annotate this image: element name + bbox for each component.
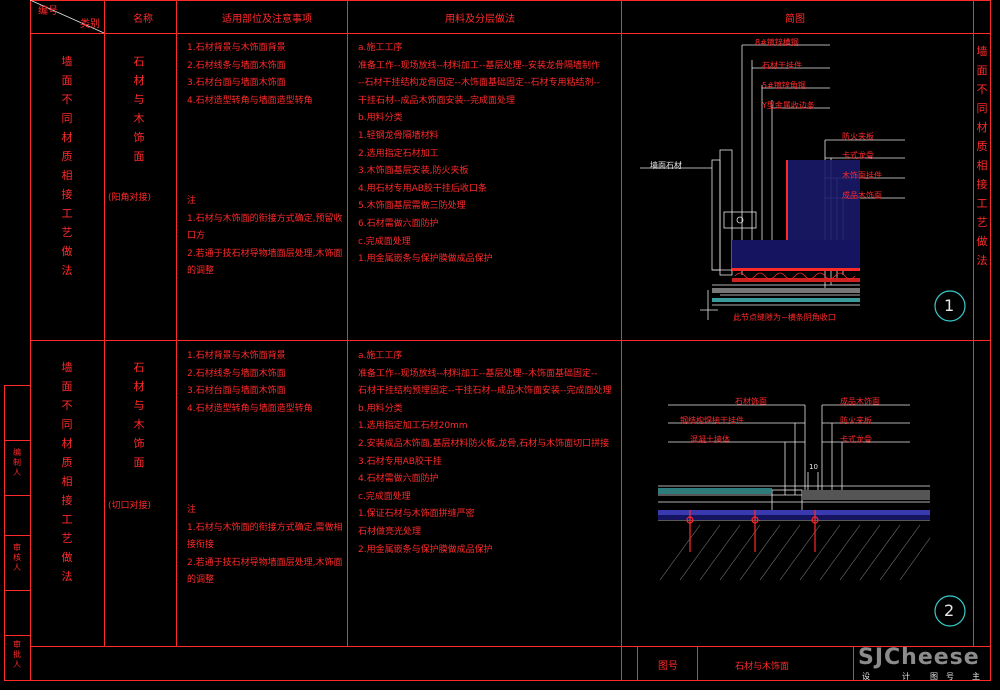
detail-number-2: 2 (944, 601, 955, 620)
d1-label-hanger: 石材干挂件 (762, 61, 802, 70)
footer-drawing-no-label: 图号 (658, 661, 678, 672)
row2-name-sub: (切口对接) (108, 501, 152, 511)
footer-mark-3: 图 (930, 672, 938, 681)
diagram-1-fills (712, 160, 860, 302)
footer-mark-2: 计 (902, 672, 910, 681)
d2-label-keel: 卡式龙骨 (840, 435, 872, 444)
d1-label-wood-panel: 成品木饰面 (842, 191, 882, 200)
strip-approver: 审批人 (13, 640, 21, 669)
footer-mark-5: 主 (972, 672, 980, 681)
row2-name: 石材与木饰面 (133, 361, 145, 469)
d2-label-concrete: 混凝土墙体 (690, 435, 730, 444)
d1-label-stone: 墙面石材 (650, 161, 682, 170)
d2-label-wood: 成品木饰面 (840, 397, 880, 406)
detail-number-1: 1 (944, 296, 955, 315)
header-process: 用料及分层做法 (445, 14, 515, 25)
d1-label-trim: Y型金属收边条 (762, 101, 815, 110)
header-scope: 适用部位及注意事项 (222, 14, 312, 25)
d2-label-steel: 钢结构焊接干挂件 (680, 416, 744, 425)
watermark: SJCheese (858, 645, 980, 670)
footer-mark-1: 设 (862, 672, 870, 681)
row1-name-sub: (阳角对接) (108, 193, 152, 203)
d1-label-angle: 5#镀锌角钢 (762, 81, 806, 90)
d2-label-stone: 石材饰面 (735, 397, 767, 406)
footer-title: 石材与木饰面 (735, 662, 790, 672)
diagram-1-hatch (734, 272, 856, 280)
d1-caption: 此节点缝隙为~横条阴角收口 (733, 313, 836, 322)
d1-label-channel: 8#镀锌槽钢 (755, 38, 799, 47)
side-title: 墙面不同材质相接工艺做法 (976, 45, 988, 267)
header-name: 名称 (133, 14, 153, 25)
row1-category: 墙面不同材质相接工艺做法 (61, 55, 73, 277)
strip-reviewer: 审核人 (13, 543, 21, 572)
header-no: 编号 (38, 6, 58, 17)
header-category: 类别 (80, 19, 100, 30)
diagram-1-linework (640, 44, 905, 320)
row1-name: 石材与木饰面 (133, 55, 145, 163)
d1-label-board: 防火夹板 (842, 132, 874, 141)
d1-label-wood-hanger: 木饰面挂件 (842, 171, 882, 180)
diagram-2-anchors (686, 510, 819, 552)
header-diagram: 简图 (785, 14, 805, 25)
row2-category: 墙面不同材质相接工艺做法 (61, 361, 73, 583)
strip-editor: 编制人 (13, 448, 21, 477)
footer-mark-4: 号 (946, 672, 954, 681)
d1-label-keel: 卡式龙骨 (842, 151, 874, 160)
row1-process: a.施工工序准备工作--现场放线--材料加工--基层处理--安装龙骨隔墙制作--… (358, 43, 600, 265)
d2-label-board: 防火夹板 (840, 416, 872, 425)
diagram-2-concrete-hatch (659, 524, 931, 581)
diagram-2-fills (658, 488, 930, 520)
d2-dim: 10 (809, 463, 818, 471)
row2-process: a.施工工序准备工作--现场放线--材料加工--基层处理--木饰面基础固定--石… (358, 351, 612, 555)
